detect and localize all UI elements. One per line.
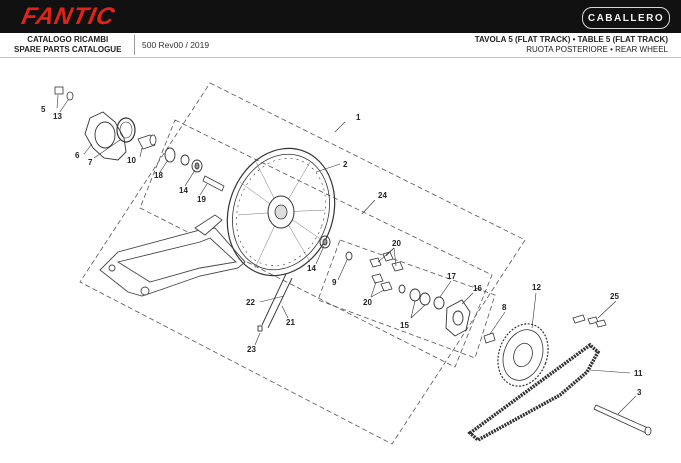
wheel-rim — [226, 147, 336, 277]
disc-carrier — [116, 117, 136, 143]
spacer-tube — [202, 175, 225, 192]
callout-11: 11 — [634, 369, 643, 378]
wheel-axle — [593, 404, 652, 436]
swingarm — [99, 214, 246, 297]
callout-20-top: 20 — [392, 239, 401, 248]
fantic-logo: FANTIC — [19, 3, 118, 30]
sprocket-carrier — [445, 299, 471, 337]
chain-adjuster-spacer — [483, 332, 496, 344]
callout-10: 10 — [127, 156, 136, 165]
callout-14-right: 14 — [307, 264, 316, 273]
hub-bearing — [319, 235, 353, 261]
wheel-assembly-box — [79, 82, 526, 445]
callout-23: 23 — [247, 345, 256, 354]
callout-24: 24 — [378, 191, 387, 200]
table-title: TAVOLA 5 (FLAT TRACK) • TABLE 5 (FLAT TR… — [474, 35, 668, 44]
callout-1: 1 — [356, 113, 361, 122]
callout-22: 22 — [246, 298, 255, 307]
callout-3: 3 — [637, 388, 642, 397]
header-divider — [134, 35, 135, 55]
callout-20-bottom: 20 — [363, 298, 372, 307]
callout-13: 13 — [53, 112, 62, 121]
rear-sprocket — [497, 323, 549, 387]
callout-15: 15 — [400, 321, 409, 330]
brand-name: FANTIC — [19, 3, 118, 30]
callout-17: 17 — [447, 272, 456, 281]
seal-and-bearings — [164, 147, 203, 173]
callout-21: 21 — [286, 318, 295, 327]
catalog-title-en: SPARE PARTS CATALOGUE — [14, 45, 122, 54]
spacer — [137, 134, 157, 150]
caballero-badge: CABALLERO — [582, 7, 670, 29]
callout-14-left: 14 — [179, 186, 188, 195]
spoke-and-nipple — [257, 273, 293, 332]
callout-5: 5 — [41, 105, 46, 114]
callout-12: 12 — [532, 283, 541, 292]
callout-7: 7 — [88, 158, 93, 167]
callout-2: 2 — [343, 160, 348, 169]
callout-25: 25 — [610, 292, 619, 301]
chain-master-link — [572, 314, 607, 328]
model-version: 500 Rev00 / 2019 — [142, 40, 210, 50]
rear-wheel-diagram: 5 13 6 7 10 1 2 24 18 14 19 14 9 20 20 1… — [41, 82, 652, 445]
section-title: RUOTA POSTERIORE • REAR WHEEL — [526, 45, 668, 54]
callout-numbers: 5 13 6 7 10 1 2 24 18 14 19 14 9 20 20 1… — [41, 105, 643, 397]
callout-19: 19 — [197, 195, 206, 204]
brake-disc — [84, 111, 127, 161]
leader-lines — [56, 94, 637, 415]
table-info: TAVOLA 5 (FLAT TRACK) • TABLE 5 (FLAT TR… — [475, 35, 668, 55]
sprocket-carrier-bearings — [398, 284, 445, 310]
callout-6: 6 — [75, 151, 80, 160]
callout-16: 16 — [473, 284, 482, 293]
hub-assembly-box — [139, 119, 493, 368]
nut-and-washer — [54, 86, 74, 101]
callout-9: 9 — [332, 278, 337, 287]
top-bar: FANTIC CABALLERO — [0, 0, 681, 33]
hub-subgroup-box — [317, 239, 496, 359]
catalog-title: CATALOGO RICAMBI SPARE PARTS CATALOGUE — [14, 35, 121, 55]
badge-label: CABALLERO — [587, 12, 665, 24]
callout-18: 18 — [154, 171, 163, 180]
cush-drive-rubbers — [369, 251, 404, 292]
callout-8: 8 — [502, 303, 507, 312]
drive-chain — [467, 342, 601, 443]
catalog-title-it: CATALOGO RICAMBI — [27, 35, 109, 44]
catalog-header: CATALOGO RICAMBI SPARE PARTS CATALOGUE 5… — [0, 33, 681, 58]
